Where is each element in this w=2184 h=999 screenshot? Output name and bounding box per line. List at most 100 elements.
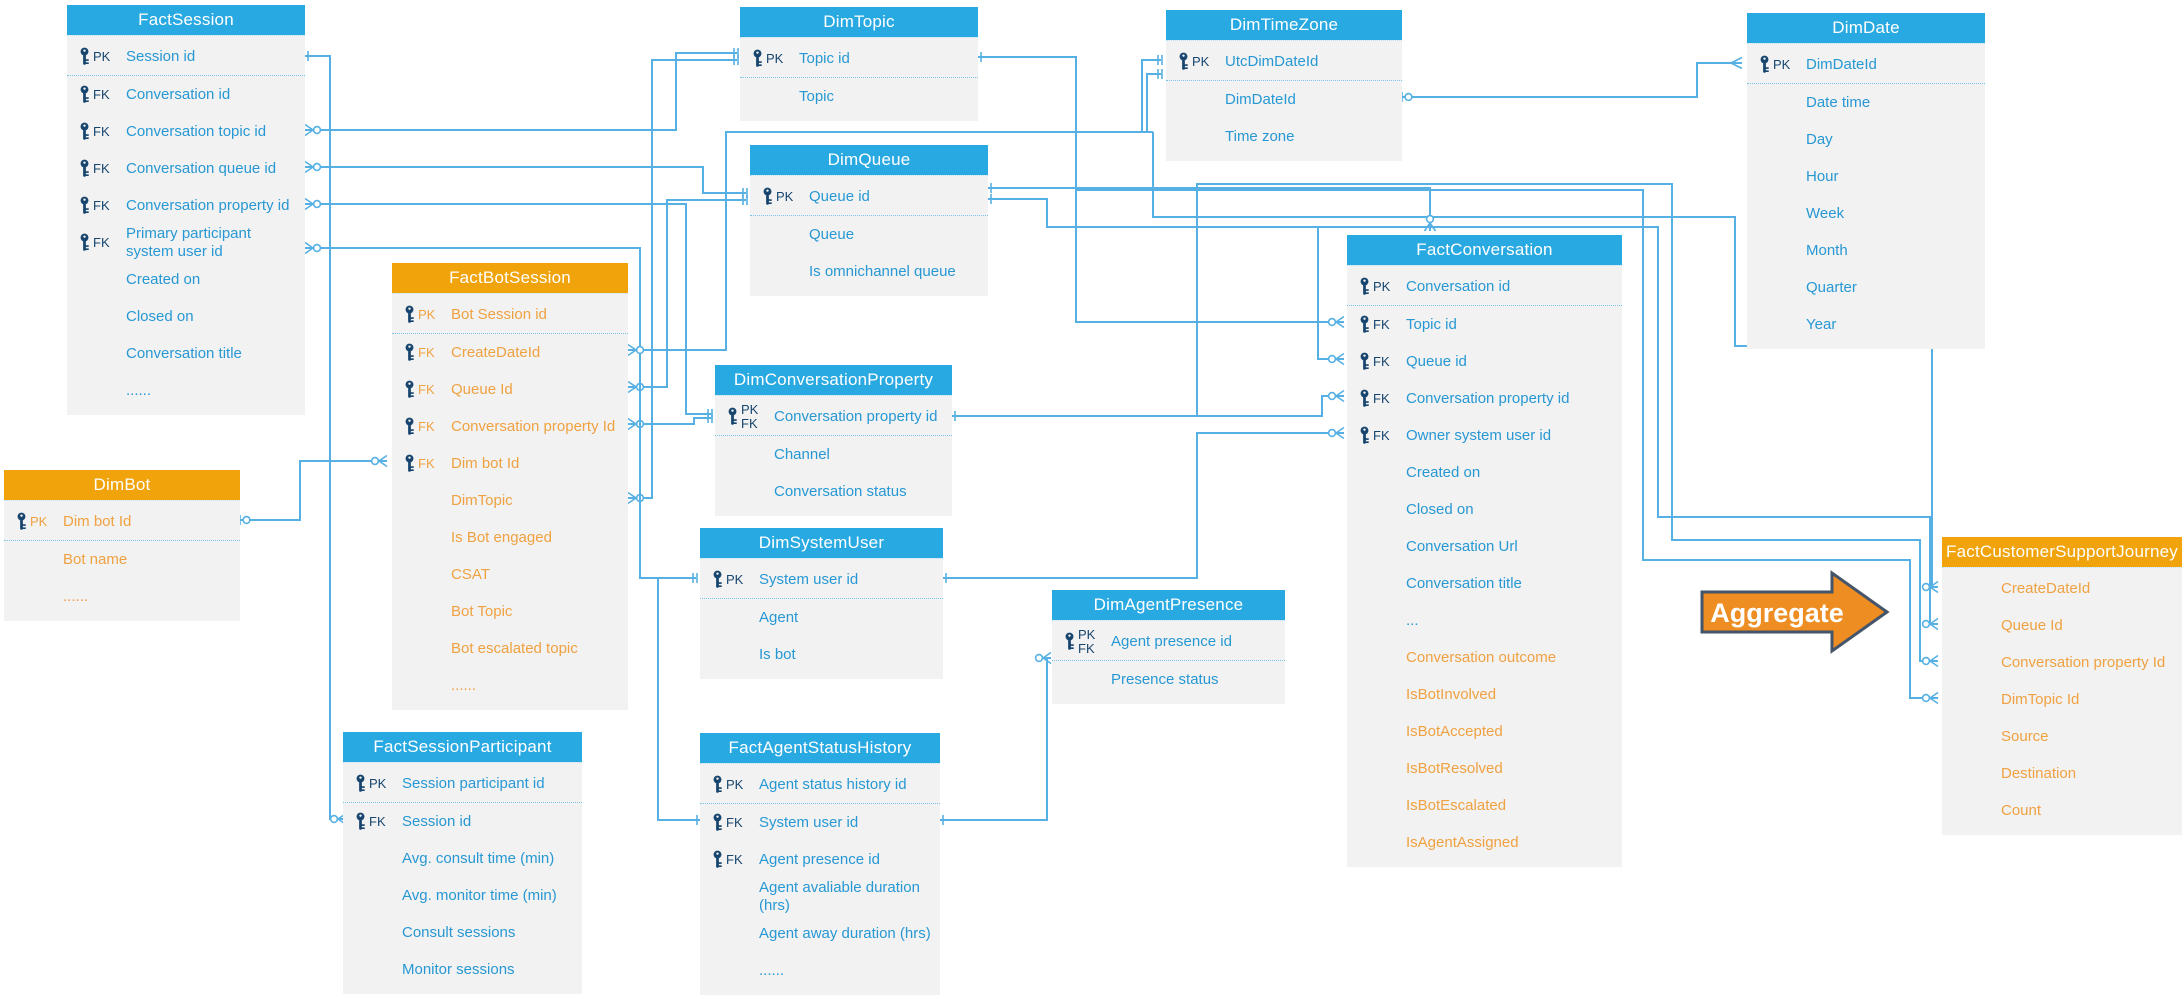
table-row: Agent away duration (hrs)	[700, 915, 940, 952]
field-label: Count	[2001, 801, 2042, 819]
field-label: Conversation topic id	[126, 122, 267, 140]
table-row: Presence status	[1052, 661, 1285, 698]
key-label: PK	[93, 48, 111, 64]
key-label: FK	[418, 381, 435, 397]
table-row: Closed on	[1347, 491, 1622, 528]
relationship-line	[1146, 69, 1163, 132]
table-header: FactSessionParticipant	[343, 732, 582, 762]
field-label: Bot name	[63, 550, 128, 568]
field-label: Conversation property id	[126, 196, 290, 214]
field-label: Bot Session id	[451, 305, 547, 323]
table-header: DimSystemUser	[700, 528, 943, 558]
field-label: Agent presence id	[759, 850, 880, 868]
key-icon	[80, 122, 89, 140]
key-cell: FK	[1359, 389, 1406, 408]
field-label: ......	[63, 587, 89, 605]
field-label: Conversation id	[1406, 277, 1511, 295]
field-label: Queue id	[809, 187, 870, 205]
field-label: Conversation property id	[1406, 389, 1570, 407]
key-icon	[80, 233, 89, 251]
key-cell: PK	[1178, 52, 1225, 71]
field-label: UtcDimDateId	[1225, 52, 1319, 70]
key-cell: PK	[404, 305, 451, 324]
field-label: Quarter	[1806, 278, 1857, 296]
table-row: FK CreateDateId	[392, 334, 628, 371]
field-label: Bot Topic	[451, 602, 513, 620]
field-label: CSAT	[451, 565, 490, 583]
relationship-line	[304, 48, 739, 137]
field-label: ......	[451, 676, 477, 694]
field-label: Created on	[126, 270, 201, 288]
key-cell: FK	[79, 233, 126, 252]
field-label: Topic	[799, 87, 835, 105]
table-row: IsAgentAssigned	[1347, 824, 1622, 861]
key-icon	[1360, 315, 1369, 333]
table-row: Month	[1747, 232, 1985, 269]
field-label: Queue Id	[451, 380, 513, 398]
field-label: Conversation Url	[1406, 537, 1518, 555]
key-label: PK	[1373, 278, 1391, 294]
table-row: Created on	[1347, 454, 1622, 491]
table-row: IsBotEscalated	[1347, 787, 1622, 824]
table-row: Day	[1747, 121, 1985, 158]
field-label: Dim bot Id	[63, 512, 132, 530]
relationship-line	[1141, 55, 1163, 132]
table-row: Destination	[1942, 755, 2182, 792]
table-row: Queue Id	[1942, 607, 2182, 644]
table-header: DimBot	[4, 470, 240, 500]
field-label: IsBotResolved	[1406, 759, 1503, 777]
table-row: CreateDateId	[1942, 570, 2182, 607]
key-icon	[1360, 277, 1369, 295]
key-label: FK	[1373, 427, 1390, 443]
field-label: IsBotEscalated	[1406, 796, 1507, 814]
field-label: Week	[1806, 204, 1845, 222]
table-row: Bot Topic	[392, 593, 628, 630]
field-label: Agent status history id	[759, 775, 907, 793]
key-label: PK	[776, 188, 794, 204]
key-icon	[80, 159, 89, 177]
table-row: Time zone	[1166, 118, 1402, 155]
field-label: Bot escalated topic	[451, 639, 578, 657]
key-label: FK	[418, 418, 435, 434]
key-icon	[1360, 426, 1369, 444]
field-label: Agent	[759, 608, 799, 626]
field-label: Dim bot Id	[451, 454, 520, 472]
field-label: CreateDateId	[451, 343, 541, 361]
key-label: FK	[418, 344, 435, 360]
table-row: Queue	[750, 216, 988, 253]
field-label: DimDateId	[1806, 55, 1877, 73]
relationship-line	[986, 183, 1437, 232]
table-row: Topic	[740, 78, 978, 115]
relationship-line	[657, 577, 702, 825]
field-label: Primary participant system user id	[126, 225, 252, 260]
table-row: Created on	[67, 261, 305, 298]
key-cell: PK	[1359, 277, 1406, 296]
key-label: FK	[369, 813, 386, 829]
key-label: FK	[93, 86, 110, 102]
key-icon	[356, 774, 365, 792]
table-row: IsBotResolved	[1347, 750, 1622, 787]
key-icon	[356, 812, 365, 830]
relationship-line	[950, 389, 1345, 421]
key-icon	[713, 570, 722, 588]
table-header: DimQueue	[750, 145, 988, 175]
table-row: DimDateId	[1166, 81, 1402, 118]
table-header: DimConversationProperty	[715, 365, 952, 395]
key-cell: FK	[1359, 315, 1406, 334]
field-label: Avg. consult time (min)	[402, 849, 555, 867]
key-icon	[763, 187, 772, 205]
field-label: Conversation queue id	[126, 159, 277, 177]
table-header: DimTopic	[740, 7, 978, 37]
field-label: Time zone	[1225, 127, 1295, 145]
